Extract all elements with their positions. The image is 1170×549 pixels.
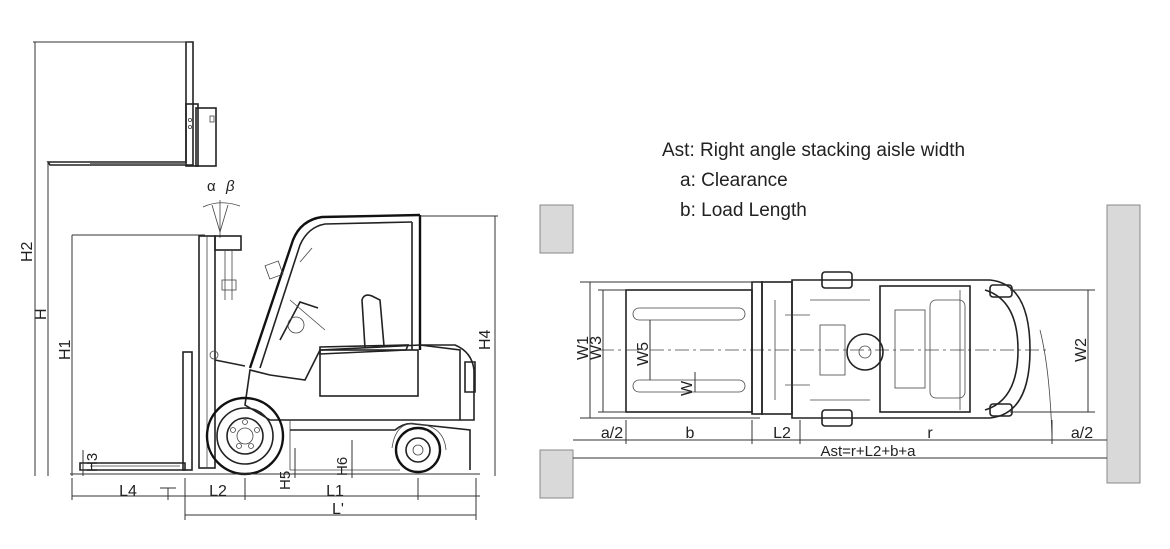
forks-lowered — [79, 351, 193, 471]
label-H5: H5 — [277, 471, 294, 490]
label-H4: H4 — [477, 329, 494, 350]
legend-ast: Ast: Right angle stacking aisle width — [662, 140, 966, 161]
label-b: b — [686, 425, 695, 442]
truck-top — [751, 271, 1053, 439]
overhead-guard — [248, 213, 422, 369]
label-L2-side: L2 — [209, 483, 227, 500]
label-alpha: α — [207, 178, 216, 195]
mast — [198, 235, 246, 469]
label-H3: H3 — [84, 453, 101, 472]
label-H6: H6 — [334, 457, 351, 476]
operator-seat — [279, 294, 410, 355]
rack-block-bottom-left — [539, 449, 574, 499]
top-view: W1 W3 W5 W W2 a/2 b L2 r a/2 Ast=r+L2+b+… — [539, 204, 1141, 499]
rack-wall-right — [1106, 204, 1141, 484]
label-W: W — [679, 380, 696, 396]
raised-fork-carriage — [46, 41, 217, 167]
label-L2-top: L2 — [773, 425, 791, 442]
label-H1: H1 — [57, 339, 74, 360]
label-a-right: a/2 — [1071, 425, 1093, 442]
side-view: α β — [19, 41, 498, 520]
front-wheel — [205, 396, 285, 476]
label-r: r — [927, 425, 933, 442]
label-ast-formula: Ast=r+L2+b+a — [820, 443, 916, 460]
label-W5: W5 — [635, 342, 652, 366]
label-W2: W2 — [1073, 338, 1090, 362]
horizontal-dimensions: L4 L2 L1 L' — [71, 478, 480, 520]
top-view-horizontal-dimensions: a/2 b L2 r a/2 Ast=r+L2+b+a — [573, 420, 1107, 460]
label-H2: H2 — [19, 241, 36, 262]
tilt-angle-arc: α β — [202, 178, 241, 238]
rear-wheel — [391, 423, 447, 474]
legend-b: b: Load Length — [680, 200, 807, 221]
vertical-dimensions: H2 H H1 H3 H4 H5 H6 — [19, 41, 498, 500]
label-L-prime: L' — [332, 501, 344, 518]
label-beta: β — [225, 178, 235, 195]
label-a-left: a/2 — [601, 425, 623, 442]
legend-a: a: Clearance — [680, 170, 788, 191]
load-outline — [600, 289, 1050, 413]
rack-block-top-left — [539, 204, 574, 254]
label-W3: W3 — [588, 336, 605, 360]
label-H: H — [33, 308, 50, 320]
top-view-vertical-dimensions: W1 W3 W5 W W2 — [575, 281, 1095, 419]
label-L1: L1 — [326, 483, 344, 500]
label-W1: W1 — [575, 336, 592, 360]
label-L4: L4 — [119, 483, 137, 500]
